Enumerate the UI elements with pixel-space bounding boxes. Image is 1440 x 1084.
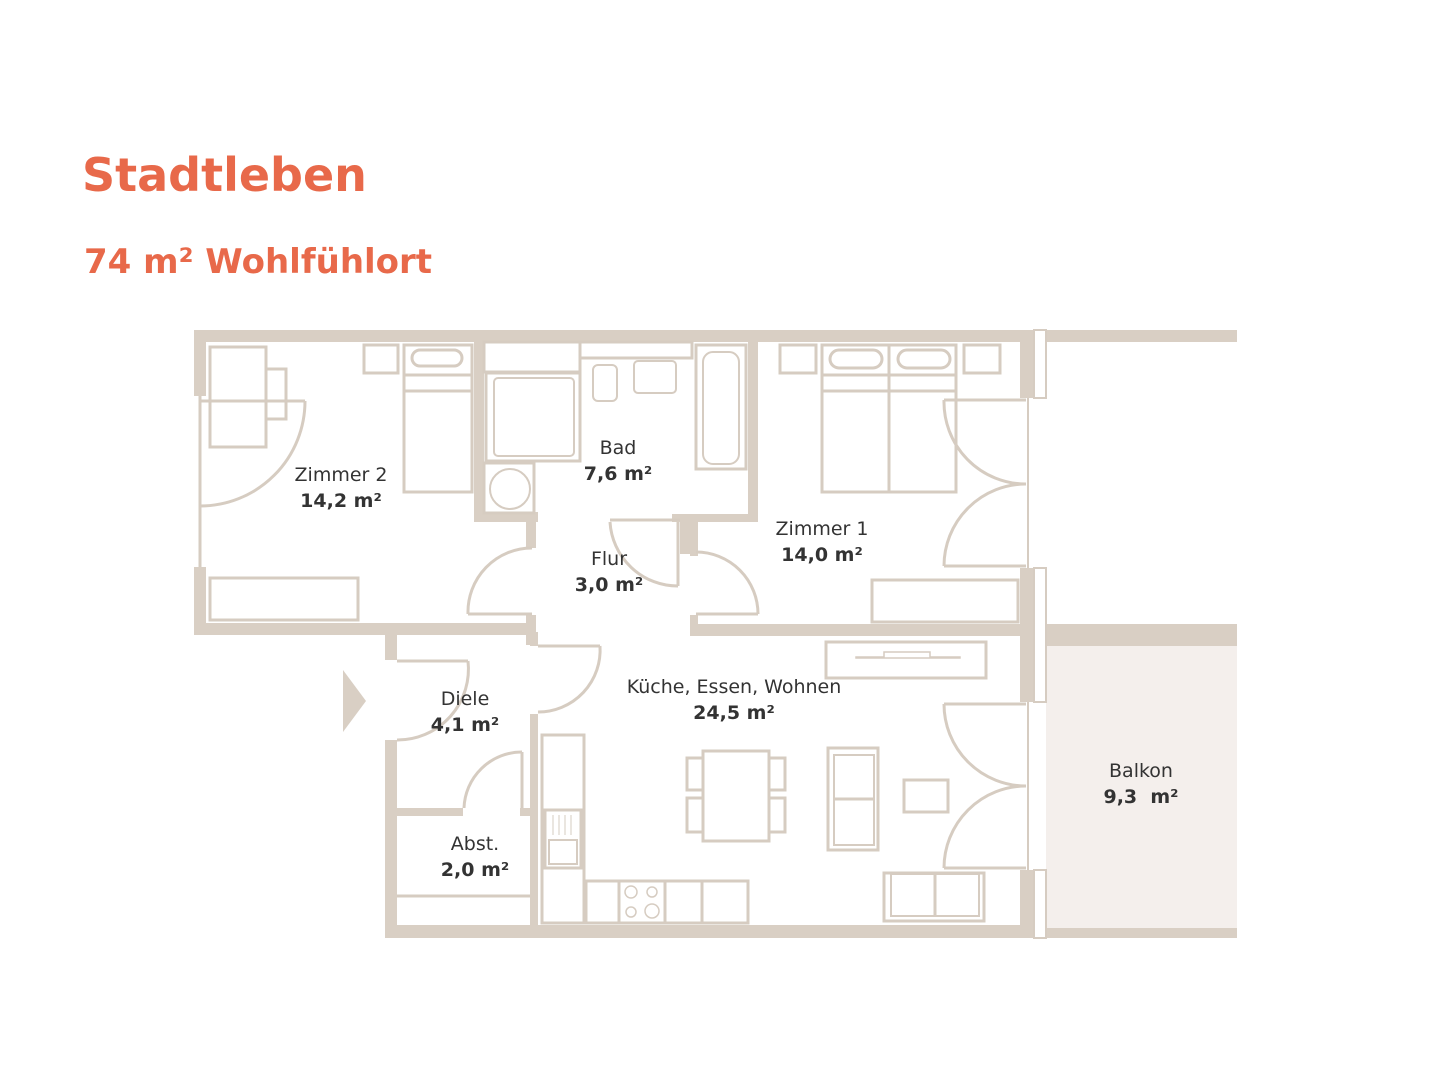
room-area: 14,2 m² [300, 490, 382, 512]
room-name: Diele [440, 688, 490, 710]
room-name: Balkon [1109, 760, 1173, 782]
room-area: 7,6 m² [583, 463, 653, 485]
room-name: Küche, Essen, Wohnen [626, 676, 842, 698]
room-area: 3,0 m² [574, 574, 644, 596]
room-label-abst: Abst. 2,0 m² [441, 831, 509, 883]
room-label-zimmer-1: Zimmer 1 14,0 m² [776, 516, 869, 568]
room-label-kueche-essen-wohnen: Küche, Essen, Wohnen 24,5 m² [627, 674, 842, 726]
room-area: 24,5 m² [693, 702, 775, 724]
room-name: Zimmer 1 [775, 518, 869, 540]
room-label-zimmer-2: Zimmer 2 14,2 m² [295, 462, 388, 514]
room-area: 14,0 m² [781, 544, 863, 566]
balcony-floor [1046, 644, 1237, 928]
fixtures-furniture [198, 329, 1047, 939]
room-label-diele: Diele 4,1 m² [431, 686, 499, 738]
room-label-flur: Flur 3,0 m² [575, 546, 643, 598]
room-area: 4,1 m² [430, 714, 500, 736]
room-name: Zimmer 2 [294, 464, 388, 486]
room-label-bad: Bad 7,6 m² [584, 435, 652, 487]
room-name: Bad [599, 437, 637, 459]
entrance-arrow-icon [343, 670, 366, 732]
room-area: 2,0 m² [440, 859, 510, 881]
page-subtitle: 74 m² Wohlfühlort [84, 242, 433, 282]
room-name: Abst. [450, 833, 500, 855]
walls [194, 330, 1237, 938]
room-area: 9,3 m² [1103, 786, 1179, 808]
room-name: Flur [590, 548, 628, 570]
page-title: Stadtleben [82, 148, 367, 202]
room-label-balkon: Balkon 9,3 m² [1103, 758, 1178, 810]
